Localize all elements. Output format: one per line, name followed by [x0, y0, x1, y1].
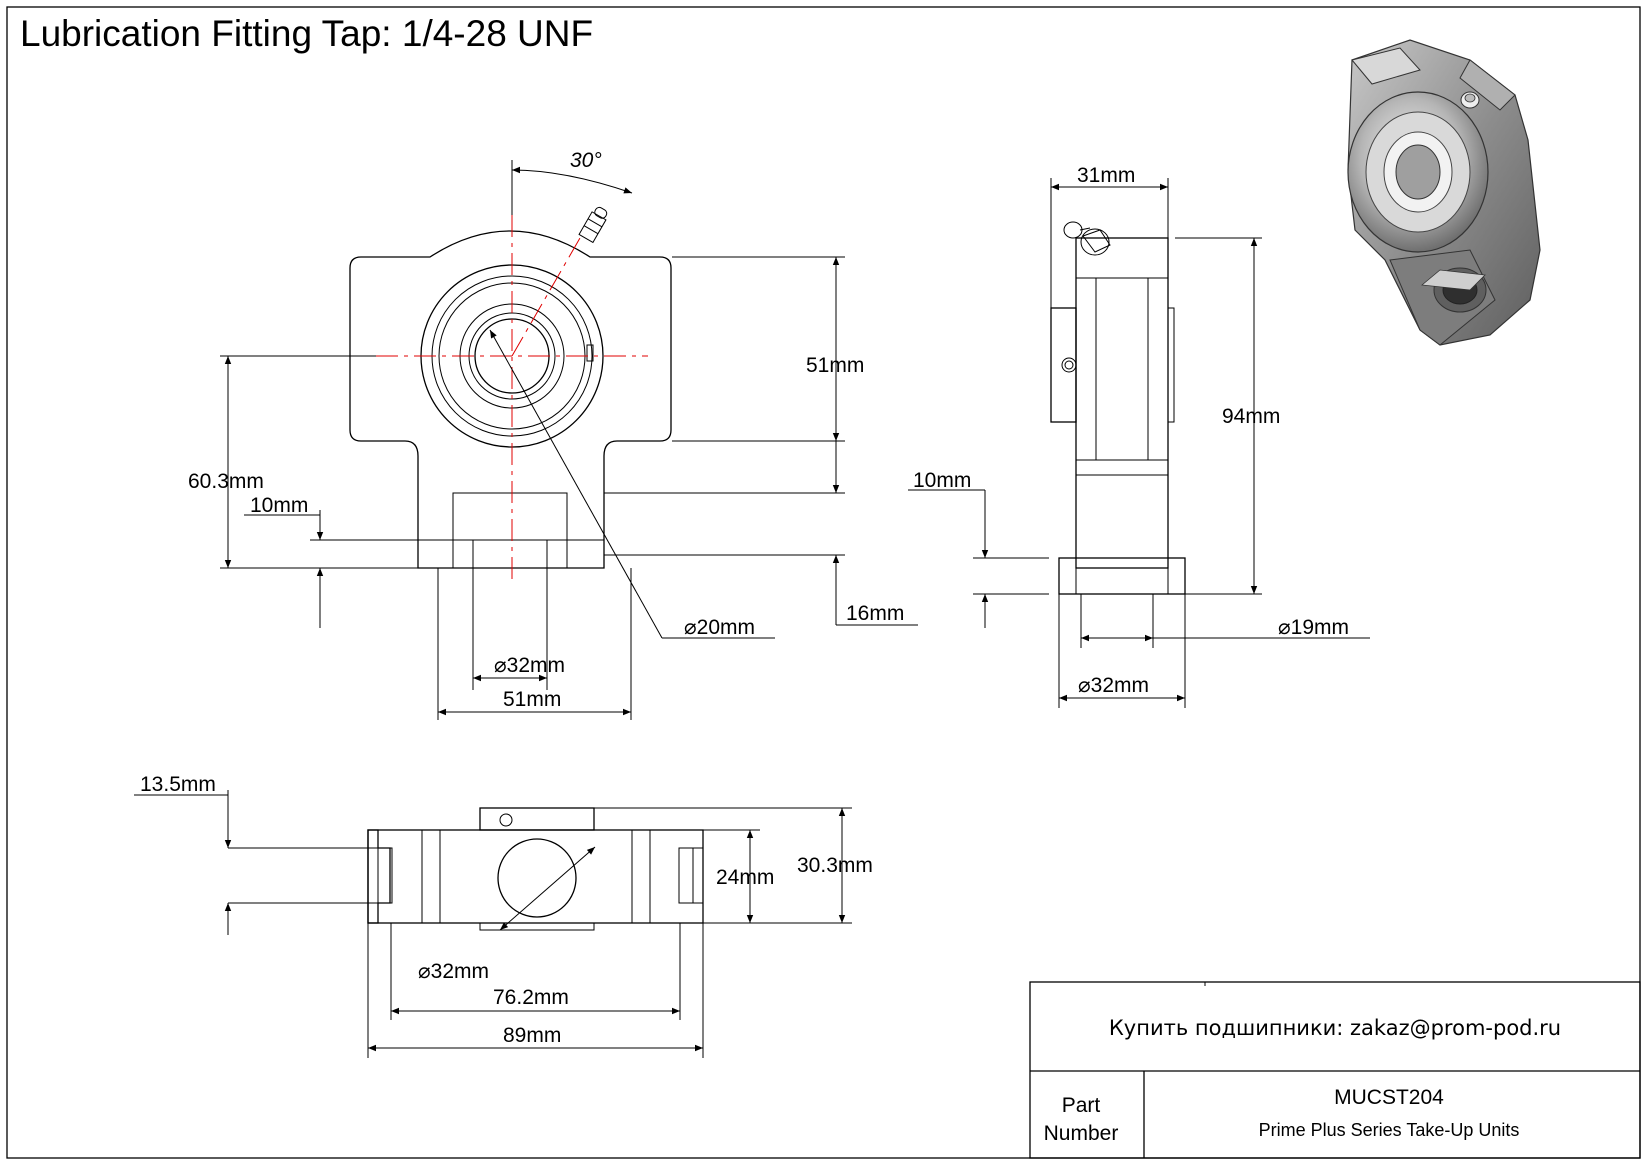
side-view: 31mm 94mm 10mm ⌀19mm ⌀32mm: [908, 164, 1370, 708]
dim20-leader: [489, 329, 663, 639]
dim-60-3mm: 60.3mm: [188, 470, 264, 493]
side-base-inner: [1075, 557, 1169, 595]
front-slot-inner: [472, 539, 548, 569]
dim-76-2mm: 76.2mm: [493, 986, 569, 1009]
dim-dia-32mm-front: ⌀32mm: [494, 654, 565, 677]
top-bore: [497, 838, 577, 918]
front-view: 30° 51mm 60.3mm 10mm 16mm ⌀20mm: [188, 149, 918, 720]
dim-24mm: 24mm: [716, 866, 774, 889]
side-setscrew-inner: [1064, 360, 1074, 370]
title-block: Купить подшипники: zakaz@prom-pod.ru Par…: [1029, 981, 1641, 1159]
part-label-line1: Part: [1062, 1094, 1101, 1117]
top-slot-right: [678, 847, 694, 904]
dim-30-3mm: 30.3mm: [797, 854, 873, 877]
dim-51mm-width: 51mm: [503, 688, 561, 711]
dim-10mm-front: 10mm: [250, 494, 308, 517]
top-setscrew: [499, 813, 513, 827]
side-setscrew: [1061, 357, 1077, 373]
dim-31mm: 31mm: [1077, 164, 1135, 187]
dim32t-line: [499, 846, 596, 931]
dim-89mm: 89mm: [503, 1024, 561, 1047]
dim-dia-32mm-side-value: 32mm: [1091, 674, 1149, 697]
top-housing-outline: [367, 829, 391, 924]
side-housing: [1075, 237, 1169, 569]
dim-dia-19mm: ⌀19mm: [1278, 616, 1349, 639]
isometric-render-image: [1347, 39, 1541, 346]
sheet-border: [6, 6, 1641, 1159]
top-slot-left: [377, 847, 393, 904]
front-setscrew: [586, 344, 594, 362]
title-block-frame: [1029, 981, 1641, 1159]
side-collar-right: [1167, 307, 1175, 423]
angle-arc: [511, 166, 633, 194]
side-base: [1058, 557, 1186, 595]
front-grease-fitting-icon: [578, 206, 608, 244]
top-collar: [479, 807, 595, 831]
angle-label: 30°: [570, 149, 602, 172]
dim-dia-20mm: ⌀20mm: [684, 616, 755, 639]
top-view: 13.5mm 24mm 30.3mm ⌀32mm 76.2mm 89mm: [134, 773, 873, 1058]
dim-94mm: 94mm: [1222, 405, 1280, 428]
side-grease-fitting-icon: [1063, 221, 1111, 256]
contact-text: Купить подшипники: zakaz@prom-pod.ru: [1109, 1016, 1561, 1040]
dim-16mm: 16mm: [846, 602, 904, 625]
top-collar-bottom: [479, 922, 595, 931]
dim-dia-32mm-front-value: 32mm: [507, 654, 565, 677]
dim-10mm-side: 10mm: [913, 469, 971, 492]
dim-dia-20mm-value: 20mm: [697, 616, 755, 639]
drawing-title: Lubrication Fitting Tap: 1/4-28 UNF: [20, 13, 593, 54]
side-collar-left: [1050, 307, 1077, 423]
front-slot: [452, 492, 568, 568]
part-number: MUCST204: [1334, 1086, 1444, 1109]
dim-13-5mm: 13.5mm: [140, 773, 216, 796]
dim-dia-32mm-top: ⌀32mm: [418, 960, 489, 983]
front-housing-outline: [349, 230, 672, 569]
part-description: Prime Plus Series Take-Up Units: [1259, 1120, 1520, 1140]
dim-dia-32mm-top-value: 32mm: [431, 960, 489, 983]
part-label-line2: Number: [1044, 1122, 1119, 1145]
top-housing-body: [367, 829, 704, 924]
dim-51mm-height: 51mm: [806, 354, 864, 377]
dim-dia-19mm-value: 19mm: [1291, 616, 1349, 639]
dim-dia-32mm-side: ⌀32mm: [1078, 674, 1149, 697]
front-centerline-angled: [511, 237, 581, 357]
